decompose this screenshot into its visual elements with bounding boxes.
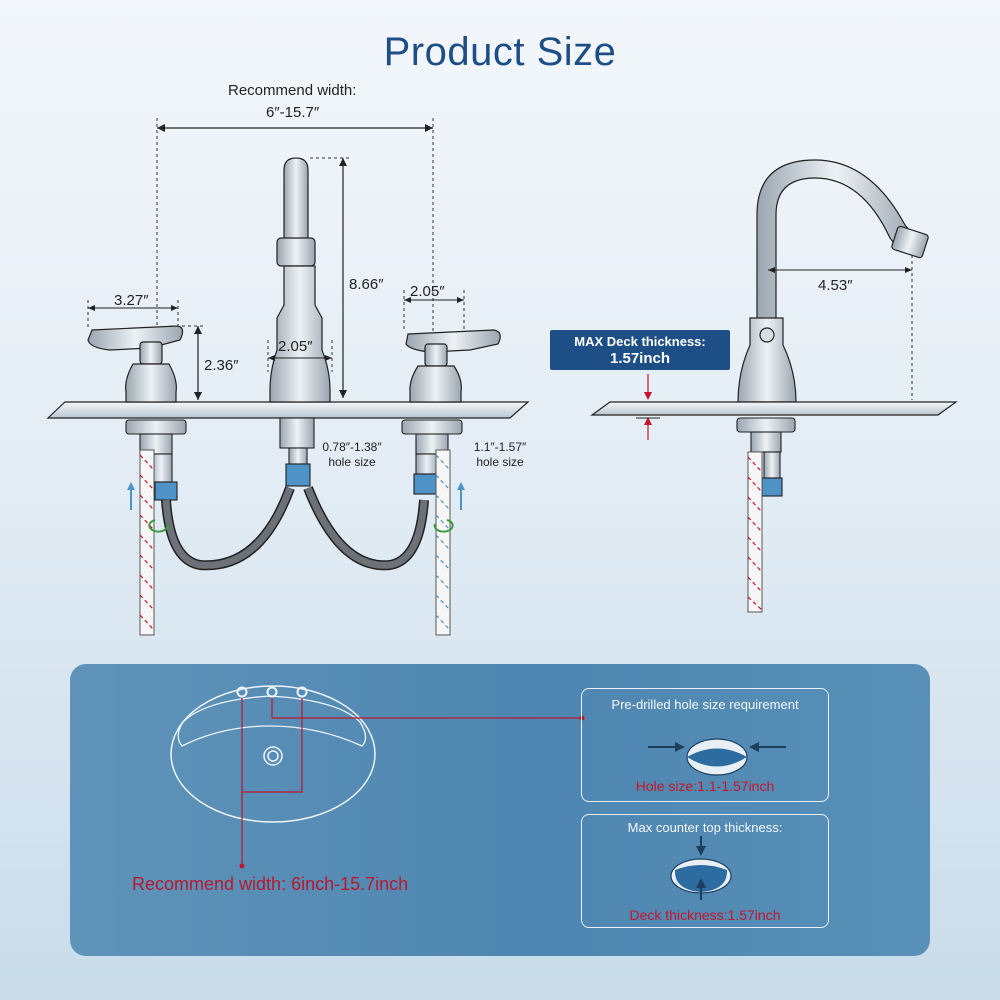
- page-title: Product Size: [383, 30, 617, 74]
- spout-height-dimension: [310, 157, 350, 398]
- handle-base-dimension: [403, 290, 465, 330]
- recommend-width-label: Recommend width:: [228, 82, 357, 99]
- right-handle: [405, 329, 501, 403]
- spout-hole-range: 0.78″-1.38″: [322, 440, 382, 454]
- center-shank: [279, 417, 315, 487]
- side-shank: [736, 417, 796, 497]
- side-deck-plate: [590, 401, 958, 416]
- handle-height-label: 2.36″: [204, 357, 239, 374]
- handle-hole-caption: hole size: [476, 455, 524, 469]
- spout: [269, 157, 331, 403]
- deck-thickness-box-value: Deck thickness:1.57inch: [629, 907, 781, 923]
- left-handle: [87, 325, 184, 403]
- spout-reach-dimension: [768, 255, 913, 400]
- max-deck-label: MAX Deck thickness:: [574, 334, 706, 349]
- recommend-width-value: 6″-15.7″: [266, 104, 320, 121]
- rotate-arrow-left: [148, 519, 169, 533]
- handle-height-dimension: [170, 325, 205, 400]
- spout-reach-label: 4.53″: [818, 277, 853, 294]
- sink-drawing: [170, 685, 786, 900]
- deck-plate: [46, 401, 530, 419]
- deck-thickness-box: Max counter top thickness: Deck thicknes…: [581, 814, 829, 928]
- spout-base-dimension: [267, 340, 333, 372]
- spout-hole-caption: hole size: [328, 455, 376, 469]
- panel-recommend-width: Recommend width: 6inch-15.7inch: [132, 874, 409, 894]
- hole-size-box-value: Hole size:1.1-1.57inch: [635, 778, 775, 794]
- handle-hole-range: 1.1″-1.57″: [473, 440, 527, 454]
- hole-size-box-title: Pre-drilled hole size requirement: [611, 697, 799, 712]
- installation-panel: Pre-drilled hole size requirement Hole s…: [70, 664, 930, 956]
- spout-height-label: 8.66″: [349, 276, 384, 293]
- rotate-arrow-right: [433, 519, 454, 533]
- flow-arrow-right: [457, 482, 465, 510]
- faucet-drawing: [46, 118, 958, 636]
- right-shank: [401, 419, 463, 495]
- left-supply-line: [139, 449, 155, 636]
- deck-thickness-box-title: Max counter top thickness:: [627, 820, 783, 835]
- spout-hole-size-label: 0.78″-1.38″ hole size: [312, 440, 392, 470]
- handle-hole-size-label: 1.1″-1.57″ hole size: [466, 440, 534, 470]
- right-supply-line: [435, 449, 451, 636]
- spout-base-label: 2.05″: [278, 338, 313, 355]
- side-view-faucet: [737, 159, 929, 403]
- flow-arrow-left: [127, 482, 135, 510]
- max-deck-badge: MAX Deck thickness: 1.57inch: [550, 330, 730, 370]
- handle-base-label: 2.05″: [410, 283, 445, 300]
- hole-size-box: Pre-drilled hole size requirement Hole s…: [581, 688, 829, 802]
- side-supply-line: [747, 451, 763, 613]
- handle-length-label: 3.27″: [114, 292, 149, 309]
- deck-thickness-arrows: [636, 374, 660, 440]
- max-deck-value: 1.57inch: [609, 350, 671, 367]
- left-shank: [125, 419, 187, 501]
- handle-length-dimension: [87, 300, 179, 330]
